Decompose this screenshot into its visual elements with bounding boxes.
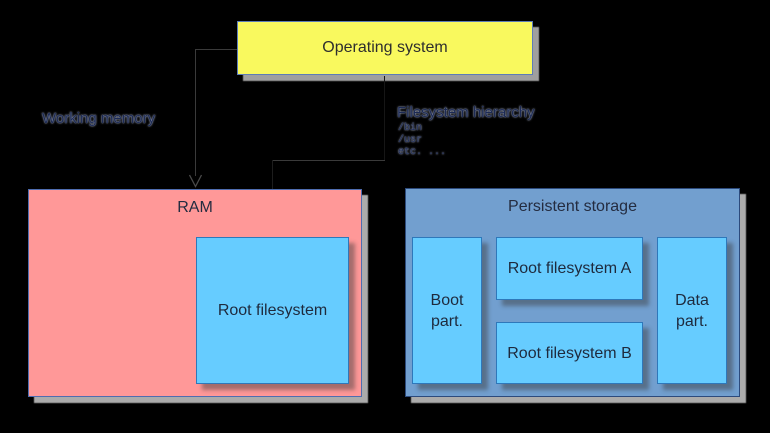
root-filesystem-a-label: Root filesystem A bbox=[507, 260, 632, 277]
root-filesystem-label: Root filesystem bbox=[217, 302, 328, 319]
filesystem-hierarchy-title: Filesystem hierarchy bbox=[397, 104, 535, 121]
operating-system-box: Operating system bbox=[237, 21, 533, 75]
ram-label: RAM bbox=[177, 199, 213, 216]
data-partition-box: Data part. bbox=[657, 237, 727, 384]
fs-entry-usr: /usr bbox=[398, 135, 423, 146]
root-filesystem-box: Root filesystem bbox=[196, 237, 349, 384]
data-partition-label: Data part. bbox=[675, 291, 709, 330]
connector-os-to-ram-vertical bbox=[195, 49, 196, 176]
connector-os-to-ram-horizontal bbox=[195, 49, 237, 50]
connector-os-to-rootfs-horizontal bbox=[272, 160, 385, 161]
fs-entry-etc: etc. ... bbox=[398, 147, 447, 158]
fs-entry-bin: /bin bbox=[398, 123, 423, 134]
boot-partition-box: Boot part. bbox=[412, 237, 482, 384]
root-filesystem-b-box: Root filesystem B bbox=[496, 322, 643, 384]
root-filesystem-a-box: Root filesystem A bbox=[496, 237, 643, 300]
connector-os-bottom-vertical bbox=[384, 76, 385, 160]
open-arrowhead-icon bbox=[188, 174, 203, 188]
operating-system-label: Operating system bbox=[322, 39, 448, 56]
root-filesystem-b-label: Root filesystem B bbox=[507, 344, 632, 362]
working-memory-title: Working memory bbox=[42, 110, 156, 127]
persistent-storage-label: Persistent storage bbox=[508, 198, 637, 215]
filesystem-hierarchy-list: /bin /usr etc. ... bbox=[398, 123, 446, 159]
boot-partition-label: Boot part. bbox=[430, 291, 464, 330]
